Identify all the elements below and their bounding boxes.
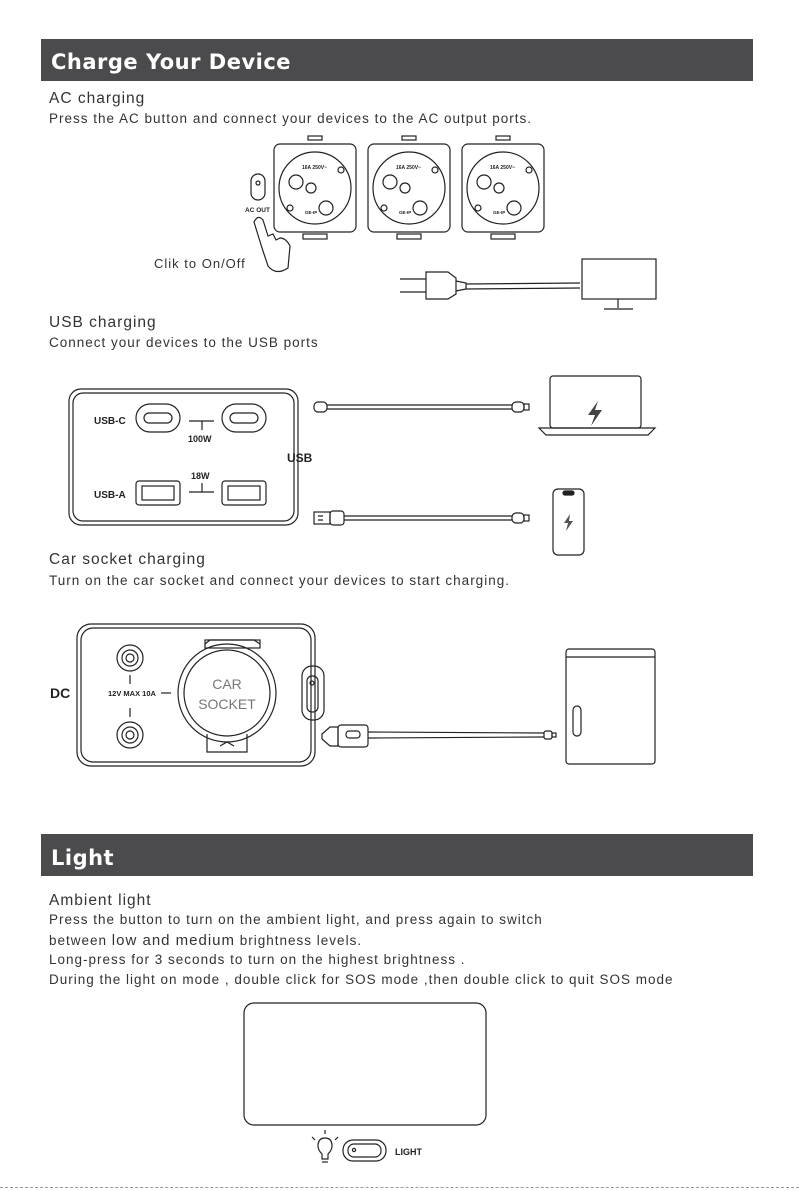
usb-c-label: USB-C [94,416,126,427]
dc-panel [76,623,316,767]
usb-a-power: 18W [191,471,210,481]
light-line-4: During the light on mode , double click … [49,972,674,987]
ac-out-label: AC OUT [245,207,270,214]
ac-plug-icon [400,271,467,300]
ac-heading: AC charging [49,90,146,107]
fridge-icon [565,648,656,765]
outlet-1-rating: 16A 250V~ [302,165,327,171]
light-button[interactable] [342,1139,387,1162]
light-button-label: LIGHT [395,1147,422,1157]
ac-outlet-2 [367,135,451,240]
click-note: Clik to On/Off [154,256,246,271]
light-line-2-a: between [49,933,112,948]
car-description: Turn on the car socket and connect your … [49,573,510,588]
car-socket-line-1: CAR [212,676,242,692]
charge-section-title: Charge Your Device [51,50,292,74]
usb-description: Connect your devices to the USB ports [49,335,319,350]
dc-rating: 12V MAX 10A [108,689,157,698]
usb-a-cable [313,510,530,526]
usb-panel-label: USB [287,451,313,465]
usb-panel [68,388,299,526]
outlet-1-mark: GE-IP [305,210,317,215]
usb-c-port-1[interactable] [135,403,181,433]
ac-cable [465,282,581,290]
usb-a-port-2[interactable] [221,480,267,506]
car-socket-line-2: SOCKET [198,696,256,712]
phone-icon [552,488,585,556]
light-line-2-c: brightness levels. [235,933,363,948]
light-section-banner: Light [41,834,753,876]
car-socket[interactable] [177,643,277,743]
monitor-icon [581,258,657,310]
outlet-3-rating: 16A 250V~ [490,165,515,171]
outlet-3-mark: GE-IP [493,210,505,215]
lightning-icon [588,401,602,426]
phone-lightning-icon [564,514,573,531]
usb-a-port-1[interactable] [135,480,181,506]
outlet-2-rating: 16A 250V~ [396,165,421,171]
light-line-2: between low and medium brightness levels… [49,932,362,949]
usb-c-port-2[interactable] [221,403,267,433]
usb-heading: USB charging [49,314,157,331]
usb-a-label: USB-A [94,490,126,501]
ac-outlet-1 [273,135,357,240]
car-plug-cable [321,724,557,748]
light-section-title: Light [51,846,115,870]
light-heading: Ambient light [49,892,152,909]
hand-pointer-icon [253,216,291,273]
usb-c-cable [313,401,530,413]
ac-out-button[interactable] [250,173,266,201]
outlet-2-mark: GE-IP [399,210,411,215]
car-heading: Car socket charging [49,551,206,568]
bulb-icon [311,1130,339,1163]
ambient-light-panel [243,1002,487,1126]
ac-outlet-3 [461,135,545,240]
car-socket-button[interactable] [301,665,325,721]
light-line-1: Press the button to turn on the ambient … [49,912,543,927]
light-line-2-b: low and medium [111,932,236,949]
usb-c-power: 100W [188,434,212,444]
dc-port-1[interactable] [116,644,144,672]
dc-label: DC [50,685,70,701]
charge-section-banner: Charge Your Device [41,39,753,81]
dc-port-2[interactable] [116,721,144,749]
ac-out-button-dot [255,180,261,186]
ac-description: Press the AC button and connect your dev… [49,111,532,126]
laptop-icon [537,375,657,436]
page-edge-dashed-line [0,1187,799,1188]
light-line-3: Long-press for 3 seconds to turn on the … [49,952,466,967]
